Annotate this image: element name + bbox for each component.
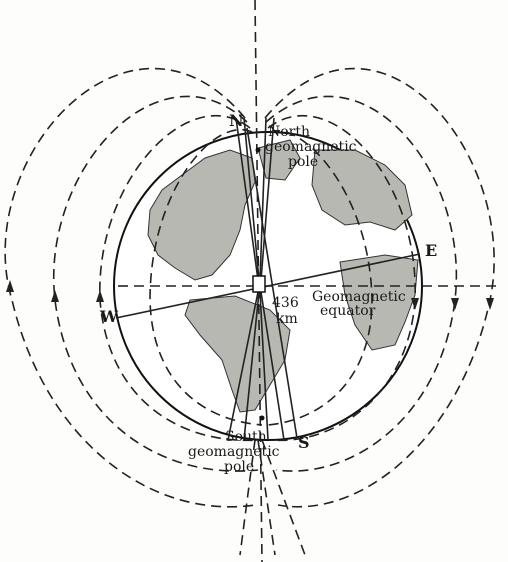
arrow-west-2	[51, 290, 59, 302]
north-pole-dot	[256, 148, 261, 153]
south-letter: S	[298, 436, 310, 450]
south-pole-label-line3: pole	[224, 460, 254, 474]
east-letter: E	[425, 244, 437, 258]
dipole-marker	[253, 276, 265, 292]
north-pole-label-line1: North	[268, 125, 310, 139]
north-pole-label-line3: pole	[288, 155, 318, 169]
south-pole-label-line2: geomagnetic	[188, 445, 280, 459]
geomagnetic-equator-label-line2: equator	[320, 304, 375, 318]
south-pole-dot	[260, 416, 265, 421]
geomagnetic-equator-label-line1: Geomagnetic	[312, 290, 406, 304]
west-letter: W	[100, 310, 118, 324]
arrow-east-outer	[486, 298, 494, 310]
offset-value: 436	[272, 296, 299, 310]
north-pole-label-line2: geomagnetic	[265, 140, 357, 154]
arrow-east-2	[451, 298, 459, 310]
arrow-west-3	[96, 290, 104, 302]
offset-unit: km	[276, 312, 298, 326]
north-letter: N	[229, 114, 244, 128]
south-pole-label-line1: South	[225, 430, 267, 444]
arrow-west-outer	[6, 280, 14, 292]
